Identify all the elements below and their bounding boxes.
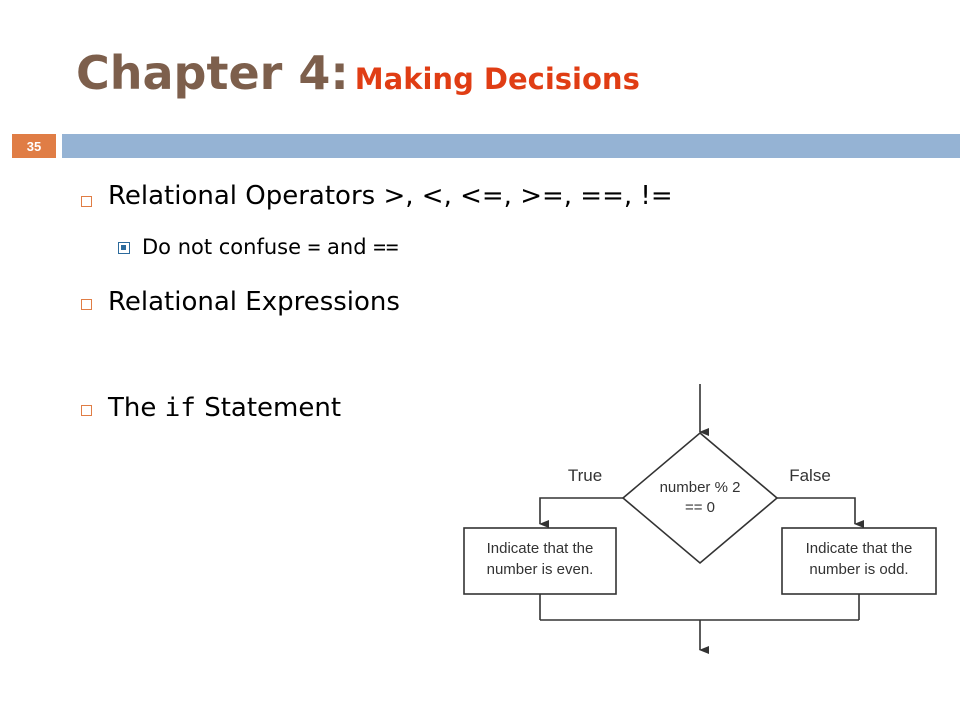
bullet-square-icon <box>81 196 92 207</box>
code-double-equals: == <box>373 235 399 259</box>
slide-title: Chapter 4:Making Decisions <box>76 46 640 100</box>
sub-bullet-confuse: Do not confuse = and == <box>142 235 399 259</box>
sub-bullet-square-icon <box>118 242 130 254</box>
true-box-line-2: number is even. <box>487 561 594 578</box>
true-box-line-1: Indicate that the <box>487 540 594 557</box>
true-label: True <box>568 466 602 485</box>
slide-number: 35 <box>12 134 56 158</box>
if-text-after: Statement <box>195 393 342 423</box>
false-label: False <box>789 466 831 485</box>
sub-bullet-text-1: Do not confuse <box>142 235 308 259</box>
if-text-before: The <box>108 393 165 423</box>
title-subtitle: Making Decisions <box>354 62 640 96</box>
decision-diamond <box>621 431 779 565</box>
false-box-line-2: number is odd. <box>809 561 908 578</box>
false-branch-line <box>777 497 864 528</box>
header-bar <box>62 134 960 158</box>
bullet-square-icon <box>81 299 92 310</box>
sub-bullet-text-2: and <box>320 235 374 259</box>
condition-line-2: == 0 <box>685 499 715 516</box>
bullet-square-icon <box>81 405 92 416</box>
bullet-if-statement: The if Statement <box>108 393 341 423</box>
false-box-line-1: Indicate that the <box>806 540 913 557</box>
condition-line-1: number % 2 <box>660 479 741 496</box>
title-main: Chapter 4: <box>76 46 349 100</box>
bullet-relational-expressions: Relational Expressions <box>108 287 400 317</box>
code-equals: = <box>307 235 321 259</box>
bullet-relational-operators: Relational Operators >, <, <=, >=, ==, !… <box>108 181 673 211</box>
if-flowchart: number % 2 == 0 True Indicate that the n… <box>463 384 937 654</box>
true-branch-line <box>539 497 623 528</box>
code-if: if <box>164 393 196 423</box>
false-action-box <box>781 527 937 595</box>
